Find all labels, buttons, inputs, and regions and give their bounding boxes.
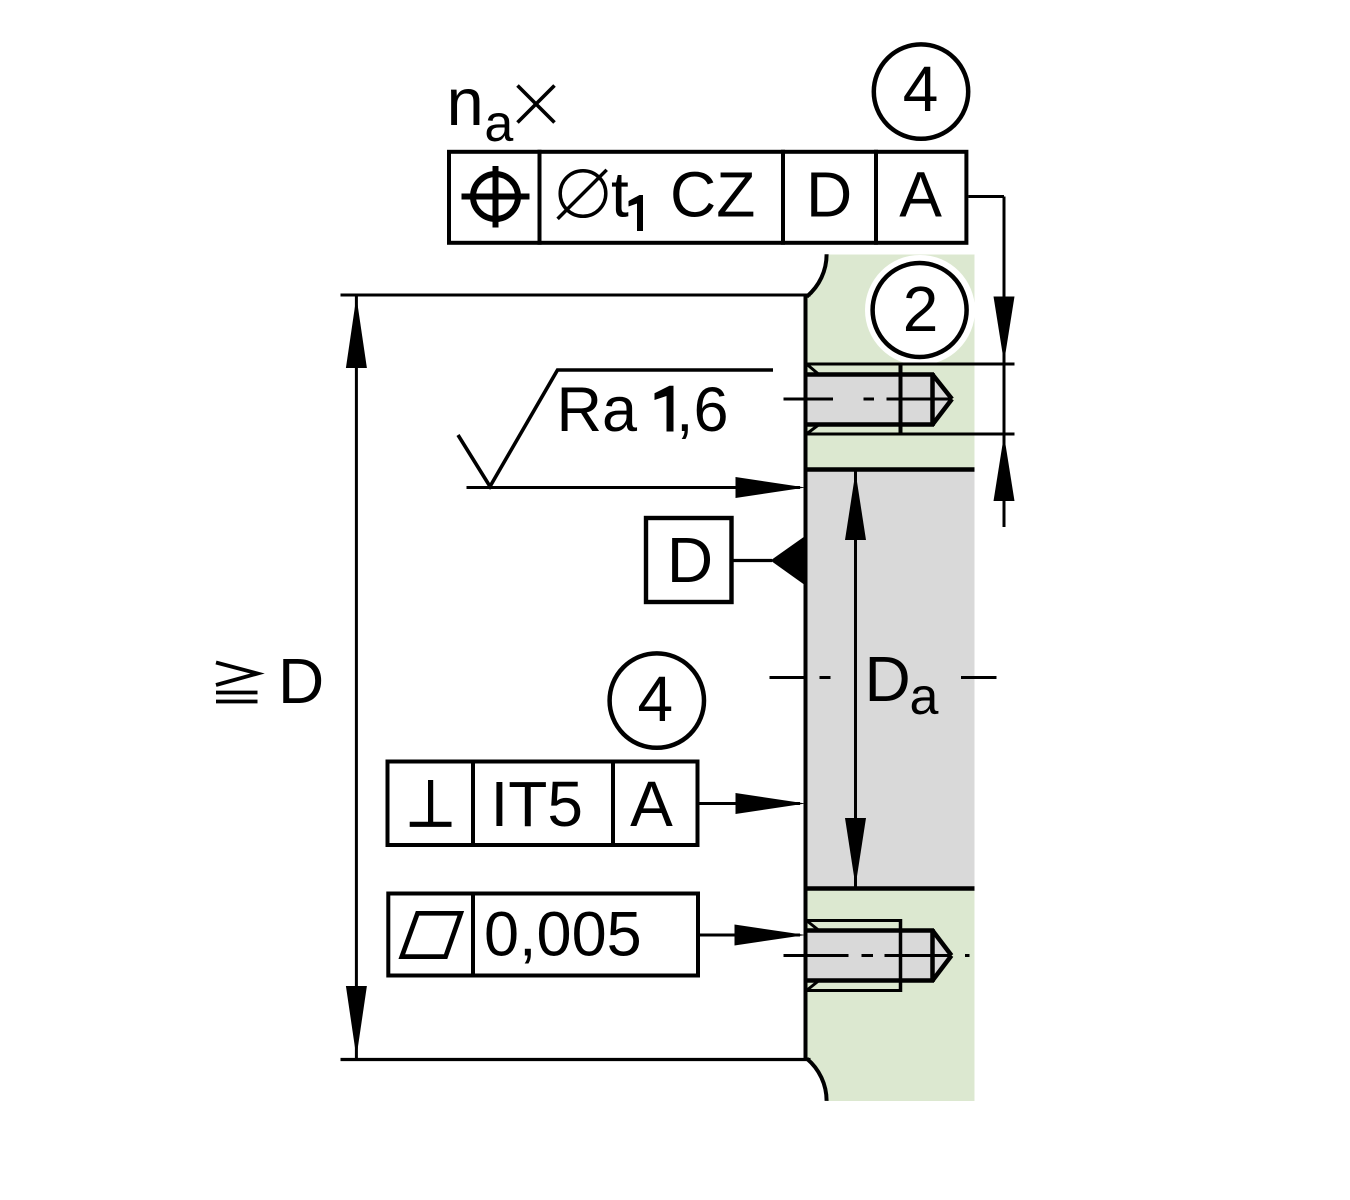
svg-text:CZ: CZ [670, 159, 755, 231]
svg-text:IT5: IT5 [491, 768, 583, 840]
svg-text:a: a [910, 668, 939, 726]
svg-text:D: D [278, 645, 324, 717]
svg-text:D: D [865, 643, 911, 715]
svg-text:,6: ,6 [676, 375, 729, 445]
svg-text:4: 4 [903, 53, 939, 125]
svg-text:n: n [447, 65, 484, 140]
svg-text:0,005: 0,005 [484, 900, 642, 970]
svg-text:Ra: Ra [557, 375, 638, 445]
svg-text:A: A [899, 159, 942, 231]
svg-text:t: t [611, 159, 629, 231]
svg-text:2: 2 [903, 273, 939, 345]
svg-text:D: D [667, 524, 713, 596]
svg-text:A: A [630, 768, 673, 840]
svg-text:4: 4 [638, 663, 674, 735]
svg-text:a: a [484, 95, 513, 153]
svg-text:D: D [806, 159, 852, 231]
